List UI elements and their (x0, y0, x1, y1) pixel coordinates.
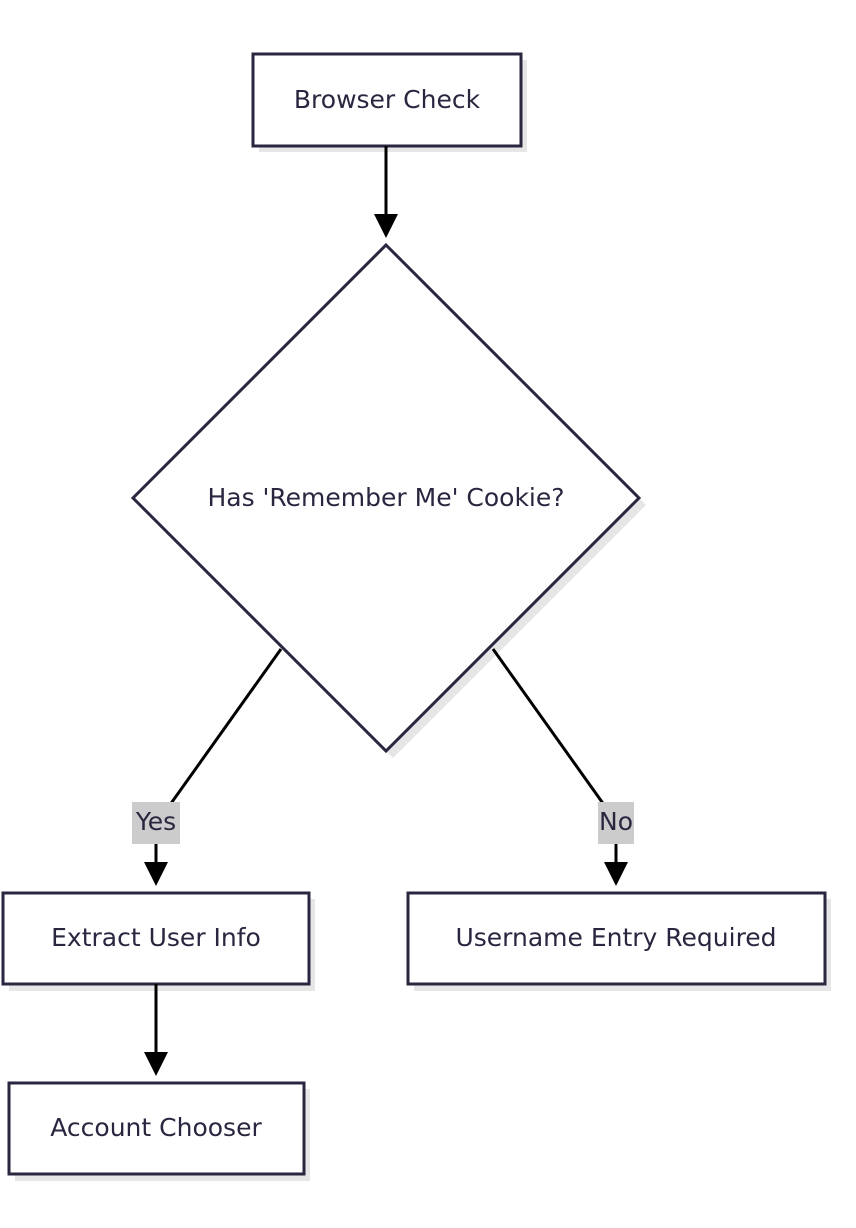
node-extract-user-info-box (1, 891, 311, 986)
node-extract-user-info[interactable]: Extract User Info (1, 891, 315, 991)
edge-extract-to-chooser (144, 984, 168, 1076)
edge-label-no-background (598, 802, 634, 844)
node-browser-check-label: Browser Check (294, 85, 481, 114)
node-username-entry-required-label: Username Entry Required (455, 923, 776, 952)
edge-label-no: No (599, 807, 633, 836)
node-account-chooser-label: Account Chooser (50, 1113, 262, 1142)
node-username-entry-required[interactable]: Username Entry Required (406, 891, 831, 991)
node-decision[interactable]: Has 'Remember Me' Cookie? (130, 242, 646, 758)
arrowhead-icon (374, 214, 398, 238)
node-browser-check[interactable]: Browser Check (251, 52, 527, 152)
node-account-chooser-box (7, 1081, 306, 1176)
edge-label-yes-background (132, 802, 180, 844)
arrowhead-icon (604, 862, 628, 886)
node-extract-user-info-label: Extract User Info (51, 923, 261, 952)
edge-decision-to-extract: Yes (132, 648, 283, 886)
edge-browser-check-to-decision (374, 146, 398, 238)
arrowhead-icon (144, 1052, 168, 1076)
node-decision-diamond (130, 242, 642, 754)
node-username-entry-required-box (406, 891, 827, 986)
edge-label-yes: Yes (135, 807, 176, 836)
arrowhead-icon (144, 862, 168, 886)
edge-decision-to-username: No (491, 648, 634, 886)
node-decision-label: Has 'Remember Me' Cookie? (207, 483, 564, 512)
node-account-chooser[interactable]: Account Chooser (7, 1081, 310, 1181)
node-browser-check-box (251, 52, 523, 148)
edge-line (491, 648, 618, 862)
